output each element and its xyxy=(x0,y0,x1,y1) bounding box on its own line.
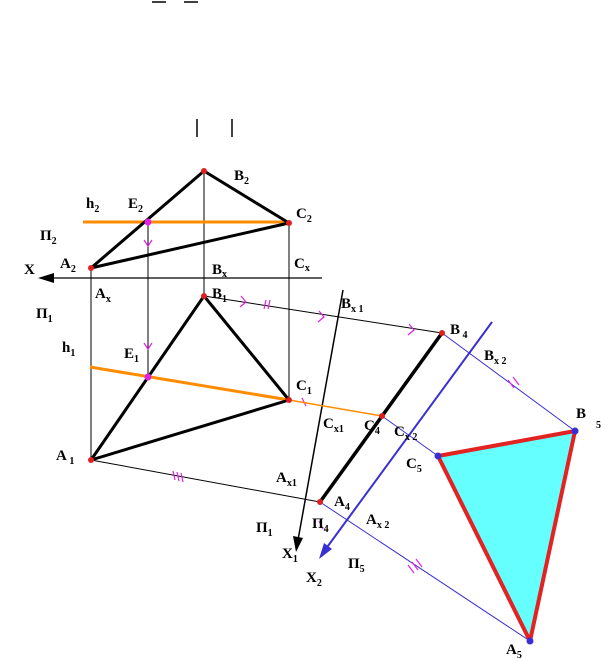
label-bx: Bx xyxy=(212,262,227,280)
c4-c5 xyxy=(381,415,439,457)
point-a4 xyxy=(317,499,323,505)
c1-c4-line xyxy=(288,399,383,417)
point-e1 xyxy=(144,373,152,381)
label-e1: E1 xyxy=(124,346,139,365)
label-e2: E2 xyxy=(128,196,143,215)
point-a2 xyxy=(88,265,94,271)
e-link-arrows xyxy=(143,239,153,351)
label-cx1: Cx1 xyxy=(323,416,344,435)
label-c2: C2 xyxy=(296,206,312,225)
point-c2 xyxy=(286,220,292,226)
top-marks xyxy=(152,1,233,137)
projection-lines xyxy=(90,171,443,503)
b1-b4 xyxy=(203,295,443,334)
label-pi4: П4 xyxy=(312,516,329,535)
label-c1: C1 xyxy=(296,378,312,397)
triangle-top xyxy=(89,295,291,462)
point-a1 xyxy=(88,457,94,463)
label-pi1b: П1 xyxy=(256,520,273,539)
label-b2: B2 xyxy=(234,168,249,187)
label-b4: B 4 xyxy=(450,322,468,341)
label-c5: C5 xyxy=(406,456,422,475)
label-a5: A5 xyxy=(506,642,522,661)
labels: B2 E2 C2 h2 П2 A2 X Bx Cx Ax П1 B1 Bx 1 … xyxy=(24,168,601,661)
label-x1: X1 xyxy=(282,546,298,565)
label-cx: Cx xyxy=(294,256,310,274)
a1-a4 xyxy=(90,459,321,503)
h1-line xyxy=(89,365,290,402)
label-bx2: Bx 2 xyxy=(484,348,507,367)
label-ax2: Ax 2 xyxy=(366,512,389,531)
triangle-front xyxy=(90,169,290,270)
a4-a5 xyxy=(319,501,531,642)
point-b2 xyxy=(201,168,207,174)
point-b5 xyxy=(571,427,579,435)
label-ax: Ax xyxy=(95,286,111,305)
label-x2: X2 xyxy=(306,570,322,589)
point-c5 xyxy=(434,452,442,460)
label-h1: h1 xyxy=(62,340,75,359)
label-h2: h2 xyxy=(86,196,99,215)
label-pi2: П2 xyxy=(40,228,57,247)
label-a2: A2 xyxy=(60,256,76,275)
point-b4 xyxy=(439,330,445,336)
axis-x1 xyxy=(293,289,344,552)
point-a5 xyxy=(526,637,534,645)
label-pi5: П5 xyxy=(348,556,365,575)
axis-x xyxy=(38,273,322,283)
points xyxy=(88,168,579,645)
label-x: X xyxy=(24,262,35,278)
label-pi1: П1 xyxy=(36,306,53,325)
blue-projection-lines xyxy=(319,332,576,642)
point-c4 xyxy=(379,413,385,419)
blue-ticks xyxy=(407,376,520,574)
true-size-triangle xyxy=(436,429,577,643)
axis-x2 xyxy=(319,321,493,559)
point-c1 xyxy=(286,397,292,403)
label-a4: A4 xyxy=(334,494,350,513)
label-b5: B5 xyxy=(576,406,601,431)
label-b1: B1 xyxy=(212,286,227,305)
b4-b5 xyxy=(441,332,576,432)
point-e2 xyxy=(144,218,152,226)
horizontals xyxy=(83,220,290,402)
point-b1 xyxy=(201,293,207,299)
label-ax1: Ax1 xyxy=(276,470,297,489)
label-c4: C4 xyxy=(364,418,380,437)
label-a1: A 1 xyxy=(56,448,74,467)
label-bx1: Bx 1 xyxy=(341,296,364,315)
label-cx2: Cx 2 xyxy=(394,424,417,443)
transfer-ticks xyxy=(172,295,415,530)
